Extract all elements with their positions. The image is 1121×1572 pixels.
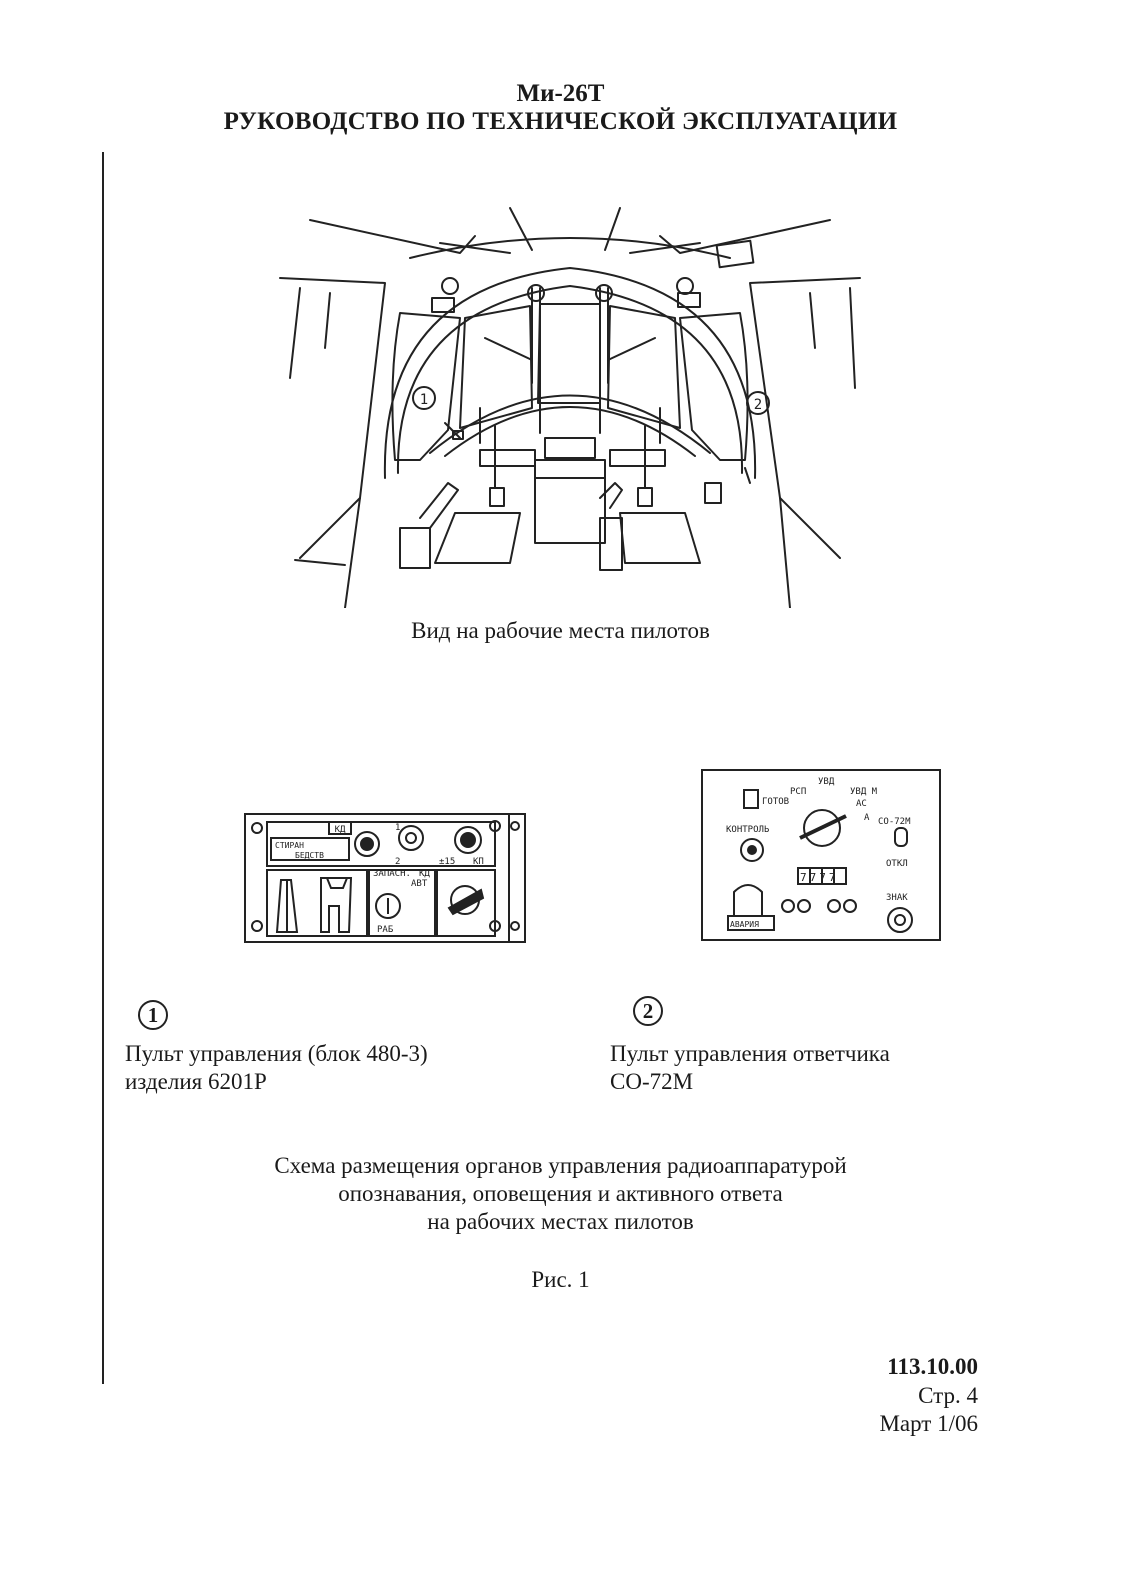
panel-2-label-line2: СО-72М: [610, 1069, 694, 1094]
panel-1-label-line2: изделия 6201Р: [125, 1069, 267, 1094]
p2-otkl: ОТКЛ: [886, 859, 908, 869]
p2-as: АС: [856, 799, 867, 809]
cockpit-caption: Вид на рабочие места пилотов: [411, 618, 710, 643]
p1-avt: АВТ: [411, 879, 428, 889]
p2-rsp: РСП: [790, 787, 806, 797]
p2-uvdm: УВД М: [850, 787, 878, 797]
revision-date: Март 1/06: [879, 1411, 978, 1436]
figure-caption-line2: опознавания, оповещения и активного отве…: [338, 1181, 783, 1206]
p1-zapasn: ЗАПАСН.: [373, 869, 411, 879]
document-title: РУКОВОДСТВО ПО ТЕХНИЧЕСКОЙ ЭКСПЛУАТАЦИИ: [223, 108, 898, 135]
panel-2-number: 2: [633, 996, 663, 1026]
panel-2-label-line1: Пульт управления ответчика: [610, 1041, 890, 1066]
document-number: 113.10.00: [887, 1354, 978, 1379]
p1-stiran-1: СТИРАН: [275, 841, 304, 850]
cockpit-illustration: 1 2: [279, 207, 861, 608]
panel-1-number: 1: [138, 1000, 168, 1030]
p2-avaria: АВАРИЯ: [730, 920, 759, 929]
aircraft-model: Ми-26Т: [516, 80, 605, 107]
p1-stiran-2: БЕДСТВ: [295, 851, 324, 860]
p2-so72m: СО-72М: [878, 817, 911, 827]
p2-uvd: УВД: [818, 777, 835, 787]
panel-1-label-line1: Пульт управления (блок 480-3): [125, 1041, 428, 1066]
p1-kd-top: КД: [335, 825, 346, 835]
p2-gotov: ГОТОВ: [762, 797, 789, 807]
callout-1: 1: [420, 392, 428, 408]
control-panel-480-3: КД СТИРАН БЕДСТВ 1 2 ±15 КП ЗАПАСН. КД А…: [244, 813, 526, 943]
page-number: Стр. 4: [918, 1383, 978, 1408]
p1-pm15: ±15: [439, 857, 455, 867]
figure-number: Рис. 1: [531, 1267, 590, 1292]
figure-caption-line3: на рабочих местах пилотов: [427, 1209, 694, 1234]
p1-kd-mid: КД: [419, 869, 430, 879]
figure-caption-line1: Схема размещения органов управления ради…: [274, 1153, 847, 1178]
callout-2: 2: [754, 397, 762, 413]
p2-code: 7777: [800, 871, 839, 884]
p1-kp: КП: [473, 857, 484, 867]
p1-rab: РАБ: [377, 925, 393, 935]
p1-one: 1: [395, 823, 400, 833]
p2-znak: ЗНАК: [886, 893, 908, 903]
left-margin-rule: [102, 152, 104, 1384]
p2-a: А: [864, 813, 870, 823]
p2-kontrol: КОНТРОЛЬ: [726, 825, 770, 835]
p1-two: 2: [395, 857, 400, 867]
control-panel-so-72m: РСП УВД УВД М ГОТОВ АС А КОНТРОЛЬ СО-72М…: [701, 769, 941, 941]
